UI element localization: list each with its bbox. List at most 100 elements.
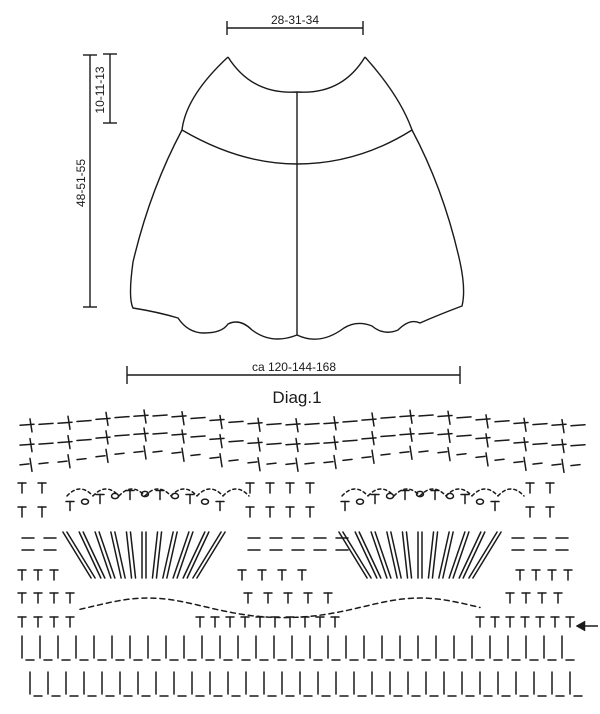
- chain-space: [380, 453, 391, 456]
- slip-stitch: [523, 456, 527, 472]
- chain-space: [513, 421, 529, 425]
- chain-space: [57, 440, 73, 444]
- fan-stitch: [182, 531, 206, 579]
- slip-stitch: [561, 438, 565, 454]
- chain-space: [152, 432, 168, 435]
- chain-space: [95, 455, 106, 458]
- slip-stitch: [333, 454, 337, 470]
- slip-stitch: [409, 427, 413, 442]
- chain-space: [399, 451, 410, 454]
- chain-space: [95, 417, 111, 421]
- fan-stitch: [438, 531, 450, 579]
- slip-stitch: [181, 447, 185, 463]
- fan-stitch: [405, 531, 413, 579]
- slip-stitch: [523, 437, 527, 452]
- chain-space: [380, 434, 396, 438]
- chain-space: [570, 463, 581, 467]
- chain-space: [133, 432, 149, 436]
- slip-stitch: [67, 454, 71, 469]
- slip-stitch: [29, 437, 33, 453]
- slip-stitch: [485, 452, 489, 467]
- chain-space: [38, 442, 54, 445]
- chain-space: [247, 441, 263, 445]
- chain-space: [114, 434, 130, 437]
- fan-stitch: [386, 531, 398, 579]
- fan-stitch: [62, 531, 92, 579]
- chain-space: [323, 460, 334, 464]
- bottom-width-label: ca 120-144-168: [252, 360, 336, 374]
- fan-stitch: [462, 531, 486, 579]
- fan-stitch: [78, 531, 102, 579]
- slip-stitch: [447, 446, 451, 462]
- chain-space: [114, 452, 125, 455]
- picot-chain-arch: [66, 488, 250, 497]
- chain-space: [285, 442, 301, 446]
- slip-stitch: [409, 445, 413, 460]
- chain-arch-line: [79, 597, 481, 619]
- crochet-chart: [17, 409, 586, 697]
- slip-stitch: [257, 417, 261, 433]
- chain-space: [190, 453, 201, 457]
- fan-stitch: [196, 531, 226, 579]
- chain-space: [532, 422, 548, 426]
- chain-space: [494, 420, 510, 423]
- slip-stitch: [371, 430, 375, 446]
- chain-space: [304, 442, 320, 445]
- slip-stitch: [371, 412, 375, 427]
- chain-space: [76, 419, 92, 423]
- slip-stitch: [29, 418, 33, 433]
- fan-stitch: [358, 531, 382, 579]
- fan-stitch: [338, 531, 368, 579]
- fan-stitch: [66, 531, 96, 579]
- picot: [475, 498, 485, 506]
- fan-stitch: [374, 531, 392, 579]
- slip-stitch: [447, 410, 451, 425]
- slip-stitch: [295, 418, 299, 433]
- slip-stitch: [143, 427, 147, 442]
- picot: [200, 498, 210, 506]
- chain-space: [76, 457, 87, 461]
- fan-stitch: [472, 531, 502, 579]
- chart-title: Diag.1: [272, 388, 321, 407]
- slip-stitch: [105, 430, 109, 445]
- chain-space: [475, 418, 491, 421]
- chain-space: [361, 455, 372, 459]
- chain-space: [190, 435, 206, 438]
- fan-stitch: [162, 531, 174, 579]
- fan-stitch: [166, 531, 178, 579]
- fan-stitch: [342, 531, 372, 579]
- fan-stitch: [354, 531, 378, 579]
- yoke-line: [181, 129, 413, 165]
- chain-space: [551, 443, 567, 446]
- chain-space: [171, 433, 187, 436]
- fan-stitch: [98, 531, 116, 579]
- chain-space: [494, 439, 510, 442]
- chain-space: [266, 462, 277, 465]
- chain-space: [266, 442, 282, 446]
- fan-stitch: [125, 531, 133, 579]
- slip-stitch: [67, 415, 71, 431]
- chain-space: [133, 450, 144, 454]
- neckline: [227, 56, 366, 93]
- fan-stitch: [151, 531, 159, 579]
- chain-space: [209, 456, 220, 460]
- chain-space: [171, 451, 182, 454]
- fan-stitch: [114, 531, 126, 579]
- chain-space: [171, 415, 187, 418]
- chain-space: [532, 462, 543, 465]
- fan-stitch: [401, 531, 409, 579]
- slip-stitch: [219, 414, 223, 430]
- chain-space: [456, 416, 472, 419]
- slip-stitch: [561, 418, 565, 434]
- chain-space: [342, 420, 358, 423]
- fan-stitch: [390, 531, 402, 579]
- chain-space: [19, 463, 30, 466]
- chain-space: [19, 423, 35, 426]
- chain-space: [209, 437, 225, 441]
- chain-space: [418, 450, 429, 453]
- slip-stitch: [257, 456, 261, 472]
- chain-space: [133, 414, 149, 418]
- chain-space: [323, 441, 339, 444]
